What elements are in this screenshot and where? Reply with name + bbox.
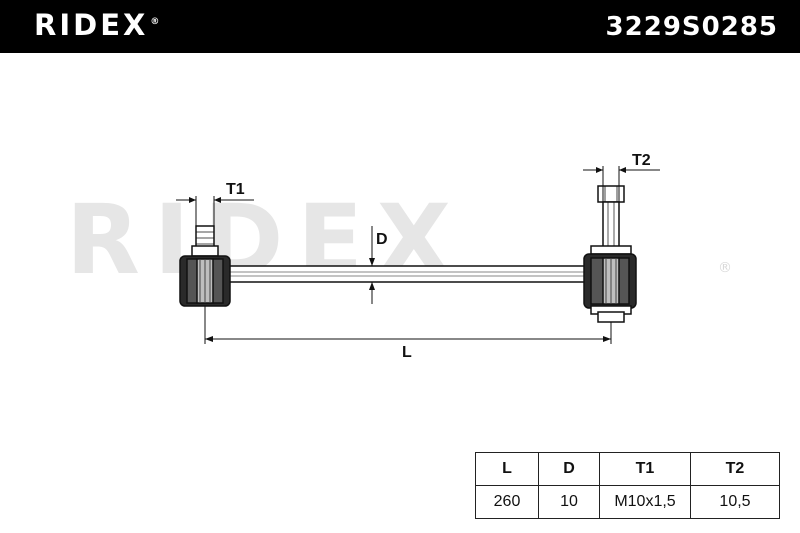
header-bar: RIDEX® 3229S0285 [0,0,800,53]
watermark-registered-mark: ® [718,260,732,276]
stabilizer-rod [227,265,587,283]
registered-mark: ® [150,17,160,28]
l-label: L [402,344,412,361]
spec-value-t1: M10x1,5 [599,485,691,519]
spec-value-l: 260 [475,485,539,519]
spec-value-row: 260 10 M10x1,5 10,5 [475,485,780,519]
spec-header-row: L D T1 T2 [475,452,780,486]
part-number: 3229S0285 [605,12,778,42]
t2-label: T2 [632,152,651,169]
brand-logo: RIDEX® [34,8,159,42]
spec-table: L D T1 T2 260 10 M10x1,5 10,5 [475,452,780,519]
dimension-t1: T1 [176,181,254,226]
left-ball-joint [179,225,231,307]
technical-drawing: RIDEX ® [66,152,732,361]
t1-label: T1 [226,181,245,198]
spec-header-d: D [538,452,600,486]
spec-header-l: L [475,452,539,486]
brand-name: RIDEX [34,8,149,42]
d-label: D [376,231,388,248]
spec-value-t2: 10,5 [690,485,780,519]
dimension-t2: T2 [583,152,660,202]
spec-value-d: 10 [538,485,600,519]
spec-header-t2: T2 [690,452,780,486]
dimension-d: D [369,226,388,304]
spec-header-t1: T1 [599,452,691,486]
dimension-l: L [204,306,612,361]
right-ball-joint [583,185,637,323]
